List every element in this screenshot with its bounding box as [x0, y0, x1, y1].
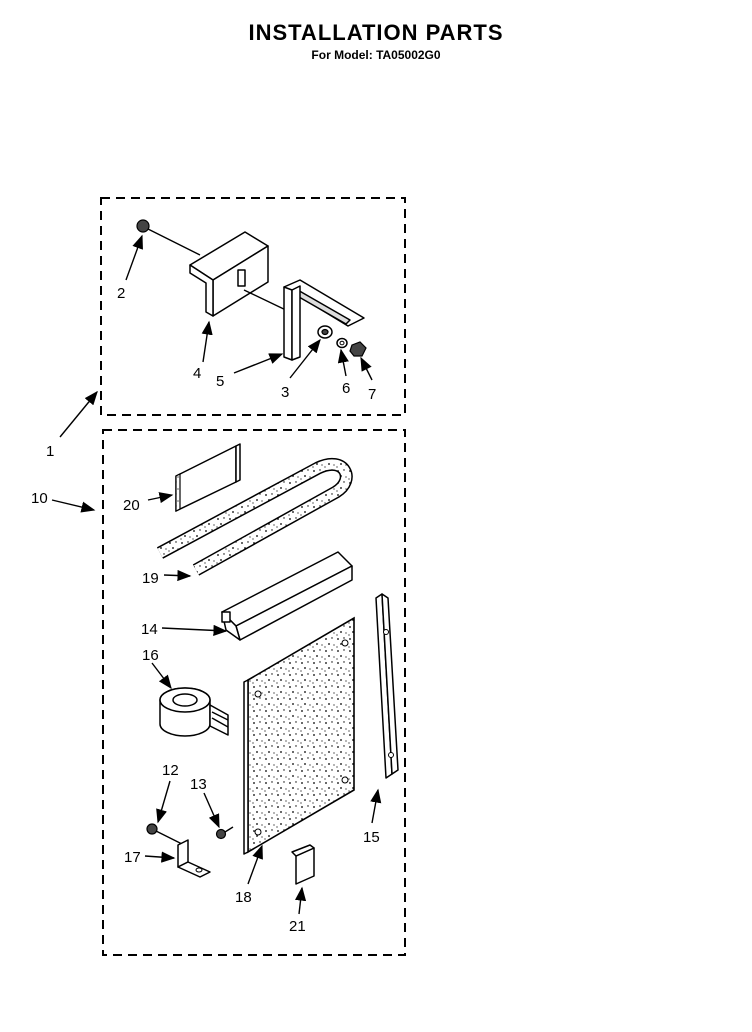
nut-part-7 — [349, 341, 367, 357]
page-title: INSTALLATION PARTS — [248, 20, 504, 45]
callout-7: 7 — [368, 386, 376, 403]
fastening-line — [243, 289, 291, 313]
hardware-kit-box — [100, 197, 406, 416]
side-strip-part-15 — [375, 593, 399, 779]
callout-17: 17 — [124, 849, 141, 866]
l-bracket-part-17 — [177, 839, 211, 878]
top-rail-part-14 — [221, 551, 353, 641]
block-part-21 — [291, 844, 315, 885]
callout-12: 12 — [162, 762, 179, 779]
callout-13: 13 — [190, 776, 207, 793]
window-kit-box — [102, 429, 406, 956]
callout-15: 15 — [363, 829, 380, 846]
model-subtitle: For Model: TA05002G0 — [311, 48, 441, 62]
foam-block-part-20 — [175, 443, 241, 512]
callout-21: 21 — [289, 918, 306, 935]
callout-4: 4 — [193, 365, 201, 382]
screw-part-12 — [146, 823, 183, 845]
callout-3: 3 — [281, 384, 289, 401]
callout-5: 5 — [216, 373, 224, 390]
washer-part-6 — [336, 337, 348, 349]
callout-1: 1 — [46, 443, 54, 460]
callout-6: 6 — [342, 380, 350, 397]
callout-10: 10 — [31, 490, 48, 507]
screw-part-2 — [136, 219, 201, 256]
washer-part-3 — [317, 325, 333, 339]
tape-roll-part-16 — [159, 687, 229, 737]
foam-seal-part-19 — [156, 457, 353, 576]
callout-16: 16 — [142, 647, 159, 664]
callout-20: 20 — [123, 497, 140, 514]
callout-18: 18 — [235, 889, 252, 906]
callout-2: 2 — [117, 285, 125, 302]
callout-19: 19 — [142, 570, 159, 587]
bracket-part-5 — [283, 279, 365, 361]
screw-part-13 — [215, 826, 234, 840]
panel-part-18 — [243, 616, 355, 855]
bracket-part-4 — [189, 231, 269, 317]
leader-lines — [51, 234, 382, 915]
callout-14: 14 — [141, 621, 158, 638]
